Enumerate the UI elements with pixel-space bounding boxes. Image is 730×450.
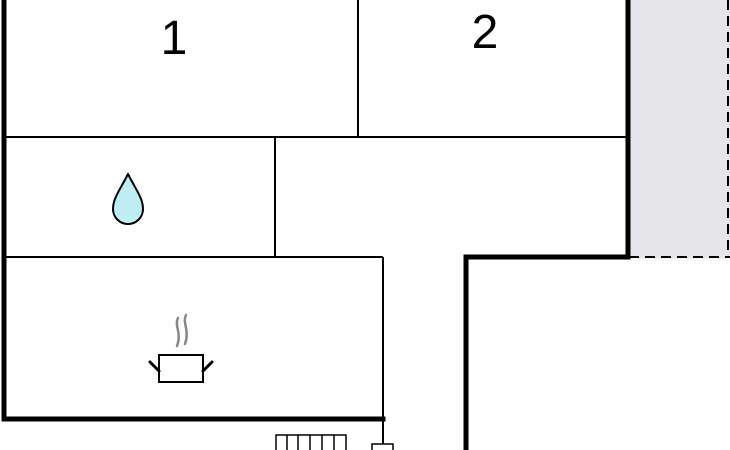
pot-handle-left <box>148 360 161 373</box>
outer-walls <box>1 0 631 450</box>
room-label-1: 1 <box>161 12 188 65</box>
water-drop-icon <box>112 173 144 225</box>
radiator-icon <box>275 434 347 450</box>
room-label-2: 2 <box>472 6 499 59</box>
pot-handle-right <box>201 360 214 373</box>
interior-walls <box>4 0 628 450</box>
terrace-fill <box>629 0 730 258</box>
cooking-pot-icon <box>148 313 214 383</box>
steam-left <box>175 316 180 348</box>
steam-right <box>183 313 188 346</box>
terrace <box>629 0 730 258</box>
fixture-icon <box>371 443 394 450</box>
pot-body <box>158 354 204 383</box>
